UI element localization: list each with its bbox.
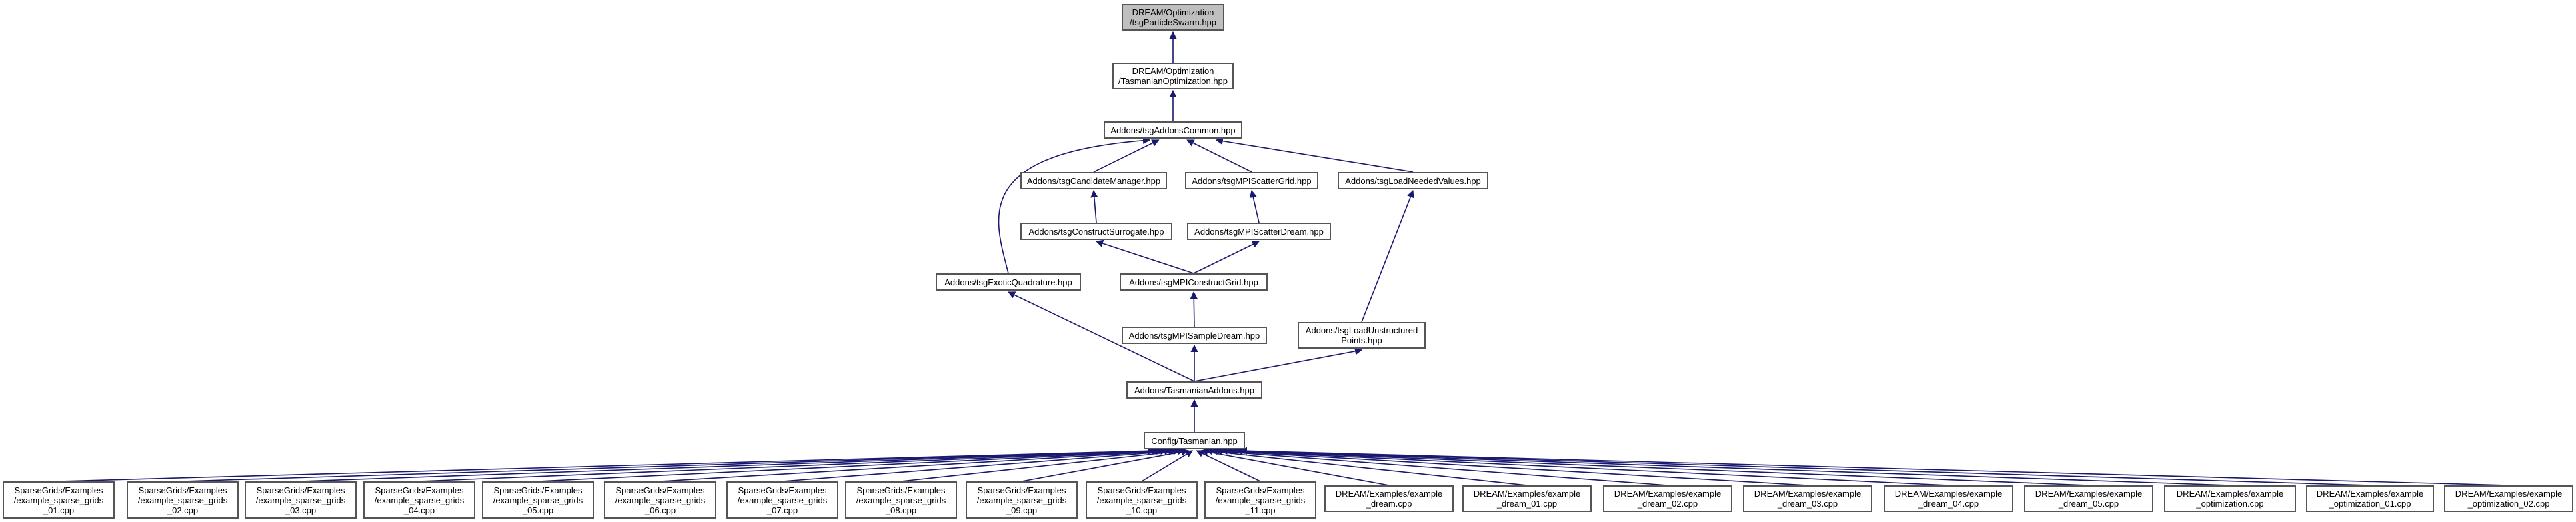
edge-n9-to-n3	[998, 137, 1151, 274]
edge-b2-to-n14	[182, 447, 1160, 482]
node-tsgmpiconstructgrid-hpp[interactable]: Addons/tsgMPIConstructGrid.hpp	[1120, 273, 1268, 291]
node-tsgparticleswarm-hpp[interactable]: DREAM/Optimization /tsgParticleSwarm.hpp	[1122, 4, 1224, 31]
node-tsgconstructsurrogate-hpp[interactable]: Addons/tsgConstructSurrogate.hpp	[1020, 223, 1172, 240]
node-example-sparse-grids-11[interactable]: SparseGrids/Examples /example_sparse_gri…	[1204, 481, 1316, 519]
edge-b1-to-n14	[58, 447, 1156, 482]
edge-n13-to-n12	[1194, 347, 1363, 382]
node-example-sparse-grids-05[interactable]: SparseGrids/Examples /example_sparse_gri…	[482, 481, 594, 519]
edge-b5-to-n14	[537, 447, 1172, 482]
node-tsgexoticquadrature-hpp[interactable]: Addons/tsgExoticQuadrature.hpp	[936, 273, 1081, 291]
node-example-sparse-grids-10[interactable]: SparseGrids/Examples /example_sparse_gri…	[1086, 481, 1198, 519]
edge-b10-to-n14	[1141, 450, 1194, 482]
edge-n6-to-n3	[1215, 137, 1414, 173]
node-example-dream-05[interactable]: DREAM/Examples/example _dream_05.cpp	[2024, 485, 2153, 512]
edge-b17-to-n14	[1224, 447, 2089, 486]
node-example-dream-03[interactable]: DREAM/Examples/example _dream_03.cpp	[1743, 485, 1872, 512]
node-example-dream-01[interactable]: DREAM/Examples/example _dream_01.cpp	[1462, 485, 1592, 512]
node-example-sparse-grids-09[interactable]: SparseGrids/Examples /example_sparse_gri…	[966, 481, 1078, 519]
node-config-tasmanian-hpp[interactable]: Config/Tasmanian.hpp	[1144, 432, 1245, 449]
edge-n10-to-n8	[1193, 241, 1260, 274]
node-tsgmpiscattergrid-hpp[interactable]: Addons/tsgMPIScatterGrid.hpp	[1185, 172, 1318, 189]
edge-n4-to-n3	[1093, 139, 1160, 173]
edge-n13-to-n9	[1007, 291, 1195, 382]
node-tsgcandidatemanager-hpp[interactable]: Addons/tsgCandidateManager.hpp	[1020, 172, 1167, 189]
node-example-sparse-grids-02[interactable]: SparseGrids/Examples /example_sparse_gri…	[127, 481, 239, 519]
edge-b6-to-n14	[660, 447, 1177, 482]
edge-b14-to-n14	[1210, 447, 1668, 486]
node-tasmanianaddons-hpp[interactable]: Addons/TasmanianAddons.hpp	[1126, 381, 1262, 399]
edge-b20-to-n14	[1239, 447, 2509, 486]
node-example-optimization[interactable]: DREAM/Examples/example _optimization.cpp	[2164, 485, 2296, 512]
edge-b13-to-n14	[1205, 447, 1528, 486]
edge-b9-to-n14	[1021, 448, 1190, 482]
node-tsgmpisampledream-hpp[interactable]: Addons/tsgMPISampleDream.hpp	[1122, 327, 1267, 344]
node-tsgaddonscommon-hpp[interactable]: Addons/tsgAddonsCommon.hpp	[1104, 121, 1242, 139]
node-example-optimization-02[interactable]: DREAM/Examples/example _optimization_02.…	[2444, 485, 2573, 512]
edge-b15-to-n14	[1215, 447, 1808, 486]
edge-b4-to-n14	[419, 447, 1168, 482]
edge-n10-to-n7	[1095, 239, 1194, 274]
edge-n12-to-n6	[1361, 189, 1414, 323]
edge-b19-to-n14	[1234, 447, 2371, 486]
node-example-sparse-grids-08[interactable]: SparseGrids/Examples /example_sparse_gri…	[845, 481, 957, 519]
edge-b18-to-n14	[1230, 447, 2231, 486]
edge-b8-to-n14	[900, 447, 1185, 482]
node-example-sparse-grids-01[interactable]: SparseGrids/Examples /example_sparse_gri…	[3, 481, 115, 519]
edge-n8-to-n5	[1249, 189, 1260, 223]
edge-b7-to-n14	[782, 447, 1181, 482]
node-example-sparse-grids-07[interactable]: SparseGrids/Examples /example_sparse_gri…	[726, 481, 838, 519]
edge-n5-to-n3	[1186, 139, 1252, 173]
node-example-sparse-grids-06[interactable]: SparseGrids/Examples /example_sparse_gri…	[604, 481, 716, 519]
edge-n7-to-n4	[1090, 189, 1098, 223]
node-tsgloadunstructuredpoints-hpp[interactable]: Addons/tsgLoadUnstructured Points.hpp	[1298, 322, 1426, 349]
node-example-dream[interactable]: DREAM/Examples/example _dream.cpp	[1324, 485, 1454, 512]
node-example-dream-04[interactable]: DREAM/Examples/example _dream_04.cpp	[1884, 485, 2013, 512]
node-tsgloadneededvalues-hpp[interactable]: Addons/tsgLoadNeededValues.hpp	[1338, 172, 1488, 189]
node-example-sparse-grids-04[interactable]: SparseGrids/Examples /example_sparse_gri…	[363, 481, 475, 519]
node-example-dream-02[interactable]: DREAM/Examples/example _dream_02.cpp	[1603, 485, 1732, 512]
node-tsgmpiscatterdream-hpp[interactable]: Addons/tsgMPIScatterDream.hpp	[1187, 223, 1331, 240]
node-tasmanianoptimization-hpp[interactable]: DREAM/Optimization /TasmanianOptimizatio…	[1112, 63, 1234, 89]
edge-b3-to-n14	[300, 447, 1164, 482]
edge-b11-to-n14	[1196, 450, 1261, 482]
edge-b12-to-n14	[1200, 448, 1390, 486]
node-example-optimization-01[interactable]: DREAM/Examples/example _optimization_01.…	[2306, 485, 2434, 512]
node-example-sparse-grids-03[interactable]: SparseGrids/Examples /example_sparse_gri…	[245, 481, 357, 519]
edge-b16-to-n14	[1220, 447, 1949, 486]
